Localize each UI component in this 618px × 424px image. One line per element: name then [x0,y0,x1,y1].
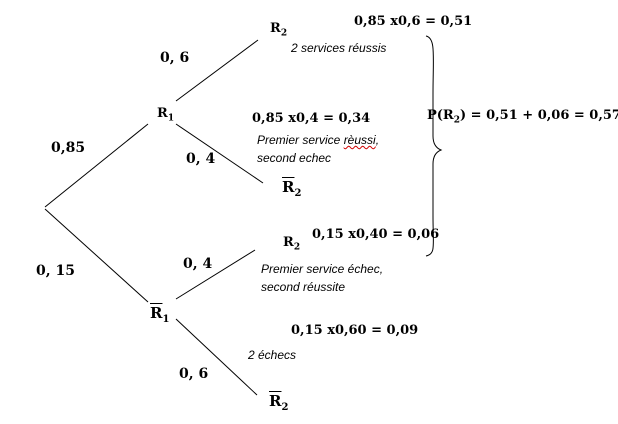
calc-not-r1-r2: 0,15 x0,40 = 0,06 [312,227,440,242]
node-not-r1-sub: 1 [162,314,170,325]
prob-root-notr1: 0, 15 [36,263,75,279]
note-first-fail-line1: Premier service échec, [261,262,384,276]
note-two-failures: 2 échecs [248,348,297,362]
node-not-r2-top-letter: R [282,178,295,196]
node-r2-top-letter: R [270,21,281,36]
calc-r1-not-r2: 0,85 x0,4 = 0,34 [252,111,371,126]
node-r2-bottom-sub: 2 [293,242,301,253]
edge-notr1-r2 [175,249,256,300]
node-r1: R1 [157,106,174,124]
edge-root-notr1 [44,208,149,303]
edge-r1-r2 [175,39,259,102]
note-first-success-line1: Premier service rèussi, [257,131,379,149]
total-suffix: ) = 0,51 + 0,06 = 0,57 [460,108,618,123]
prob-r1-r2: 0, 6 [160,50,190,66]
note-first-success-line2: second echec [257,151,332,165]
node-not-r2-bottom-sub: 2 [281,402,289,413]
note-first-fail-line2: second réussite [261,280,346,294]
node-r2-bottom-letter: R [283,235,294,250]
note-first-success-suffix: , [375,133,380,147]
prob-notr1-r2: 0, 4 [183,256,213,272]
node-r2-bottom: R2 [283,235,300,253]
total-prefix: P(R [427,108,454,123]
node-r1-sub: 1 [167,113,175,124]
total-probability: P(R2) = 0,51 + 0,06 = 0,57 [427,108,618,126]
edge-root-r1 [44,123,149,208]
node-not-r2-bottom-letter: R [269,392,282,410]
node-r2-top: R2 [270,21,287,39]
node-r2-top-sub: 2 [280,28,288,39]
note-two-successes: 2 services réussis [291,41,387,55]
node-not-r1: R1 [150,304,169,325]
note-first-success-word: rèussi [343,133,376,147]
total-sub: 2 [453,115,460,126]
node-not-r2-top: R2 [282,178,301,199]
note-first-fail-second-success: Premier service échec, second réussite [261,260,383,296]
prob-r1-notr2: 0, 4 [186,151,216,167]
node-not-r2-bottom: R2 [269,392,288,413]
edge-r1-notr2 [175,123,264,184]
prob-notr1-notr2: 0, 6 [179,366,209,382]
edge-notr1-notr2 [175,318,258,396]
prob-root-r1: 0,85 [51,140,86,156]
right-curly-brace [425,35,443,257]
note-first-success-prefix: Premier service [257,133,344,147]
note-first-success-second-fail: Premier service rèussi, second echec [257,131,379,167]
node-r1-letter: R [157,106,168,121]
calc-r1-r2: 0,85 x0,6 = 0,51 [354,14,473,29]
node-not-r2-top-sub: 2 [294,188,302,199]
calc-not-r1-not-r2: 0,15 x0,60 = 0,09 [291,323,419,338]
node-not-r1-letter: R [150,304,163,322]
